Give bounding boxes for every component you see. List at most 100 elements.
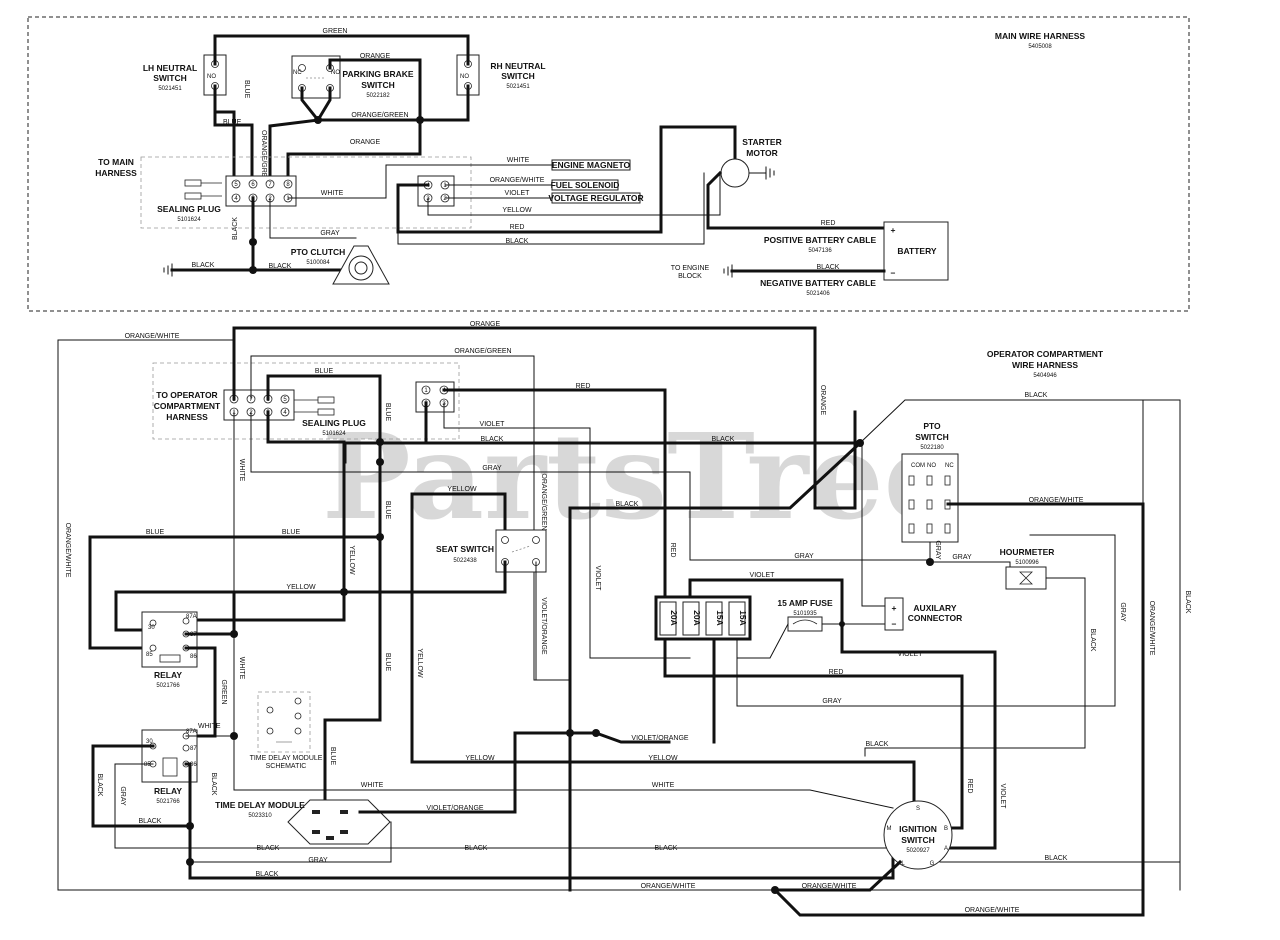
svg-text:GRAY: GRAY (934, 540, 941, 560)
svg-text:86: 86 (190, 654, 197, 660)
fuse-15a-2: 15A (738, 610, 748, 626)
svg-text:GRAY: GRAY (952, 554, 972, 561)
svg-text:BLACK: BLACK (1089, 629, 1096, 652)
main-sealing-plug: SEALING PLUG 5101624 (157, 179, 222, 223)
svg-text:YELLOW: YELLOW (648, 755, 678, 762)
svg-text:S: S (916, 806, 920, 812)
hourmeter: HOURMETER 5100996 (1000, 547, 1054, 590)
rh-neutral-part: 5021451 (506, 84, 530, 90)
pto-switch-part: 5022180 (920, 445, 944, 451)
relay-top-label: RELAY (154, 670, 182, 680)
operator-compartment-harness: OPERATOR COMPARTMENT WIRE HARNESS 540494… (57, 321, 1191, 917)
svg-text:1: 1 (424, 388, 428, 394)
svg-text:VIOLET: VIOLET (594, 566, 601, 592)
svg-text:BLACK: BLACK (232, 217, 239, 240)
ignition-label-2: SWITCH (901, 835, 935, 845)
svg-text:87: 87 (190, 746, 197, 752)
seat-switch-part: 5022438 (453, 558, 477, 564)
relay-bottom-label: RELAY (154, 786, 182, 796)
svg-text:YELLOW: YELLOW (348, 545, 355, 575)
svg-text:ORANGE/WHITE: ORANGE/WHITE (490, 177, 545, 184)
svg-text:GREEN: GREEN (323, 28, 348, 35)
svg-text:ORANGE/WHITE: ORANGE/WHITE (965, 907, 1020, 914)
svg-text:87A: 87A (186, 614, 197, 620)
svg-text:6: 6 (251, 182, 255, 188)
svg-text:1: 1 (286, 196, 290, 202)
svg-text:BLACK: BLACK (616, 501, 639, 508)
svg-text:GRAY: GRAY (320, 230, 340, 237)
svg-text:BLACK: BLACK (465, 845, 488, 852)
time-delay-label: TIME DELAY MODULE (215, 800, 305, 810)
svg-text:5: 5 (234, 182, 238, 188)
svg-text:VIOLET/ORANGE: VIOLET/ORANGE (426, 805, 484, 812)
operator-harness-title-1: OPERATOR COMPARTMENT (987, 349, 1104, 359)
to-operator-1: TO OPERATOR (156, 390, 217, 400)
fuel-solenoid-box (551, 179, 619, 191)
pto-clutch-part: 5100084 (306, 260, 330, 266)
svg-text:A: A (944, 846, 948, 852)
svg-text:1: 1 (443, 183, 447, 189)
fuse-20a-1: 20A (669, 610, 679, 626)
fuse-15a-1: 15A (715, 610, 725, 626)
auxiliary-connector: + − AUXILARY CONNECTOR (884, 597, 962, 631)
svg-text:YELLOW: YELLOW (416, 648, 423, 678)
svg-text:L: L (901, 861, 905, 867)
svg-text:NC: NC (945, 463, 954, 469)
svg-text:NO: NO (460, 74, 469, 80)
svg-text:85: 85 (144, 762, 151, 768)
svg-text:WHITE: WHITE (198, 723, 221, 730)
svg-text:BLUE: BLUE (315, 368, 334, 375)
relay-bottom-part: 5021766 (156, 799, 180, 805)
pto-switch-label-2: SWITCH (915, 432, 949, 442)
svg-text:ORANGE/WHITE: ORANGE/WHITE (1148, 601, 1155, 656)
lh-neutral-label-2: SWITCH (153, 73, 187, 83)
svg-text:ORANGE/WHITE: ORANGE/WHITE (641, 883, 696, 890)
operator-sealing-plug-part: 5101624 (322, 431, 346, 437)
svg-text:ORANGE/WHITE: ORANGE/WHITE (64, 523, 71, 578)
battery: BATTERY + − (883, 221, 949, 281)
engine-magneto-label: ENGINE MAGNETO (552, 160, 631, 170)
svg-text:BLUE: BLUE (146, 529, 165, 536)
lh-neutral-part: 5021451 (158, 86, 182, 92)
svg-text:7: 7 (268, 182, 272, 188)
regulator-connector: 4 1 3 2 (417, 175, 455, 207)
ignition-switch: S B A G L M IGNITION SWITCH 5020927 (883, 800, 953, 870)
svg-text:RED: RED (576, 383, 591, 390)
seat-switch-label: SEAT SWITCH (436, 544, 494, 554)
svg-text:VIOLET: VIOLET (999, 784, 1006, 810)
parking-brake-label-2: SWITCH (361, 80, 395, 90)
time-delay-schematic-1: TIME DELAY MODULE (250, 755, 323, 762)
svg-text:RED: RED (669, 543, 676, 558)
svg-text:5: 5 (283, 397, 287, 403)
svg-text:NC: NC (293, 70, 302, 76)
operator-harness-title-2: WIRE HARNESS (1012, 360, 1078, 370)
svg-text:BLACK: BLACK (866, 741, 889, 748)
main-plug-group (140, 156, 472, 229)
svg-text:BLUE: BLUE (329, 747, 336, 766)
svg-text:VIOLET/ORANGE: VIOLET/ORANGE (540, 597, 547, 655)
svg-text:GRAY: GRAY (119, 786, 126, 806)
svg-text:ORANGE: ORANGE (819, 385, 826, 416)
fuse-block: 20A 20A 15A 15A (654, 595, 752, 641)
svg-text:BLACK: BLACK (481, 436, 504, 443)
svg-text:ORANGE/WHITE: ORANGE/WHITE (125, 333, 180, 340)
svg-text:YELLOW: YELLOW (447, 486, 477, 493)
operator-sealing-plug: SEALING PLUG 5101624 (294, 396, 366, 437)
operator-harness-part: 5404946 (1033, 373, 1057, 379)
svg-text:GREEN: GREEN (220, 680, 227, 705)
svg-text:YELLOW: YELLOW (465, 755, 495, 762)
operator-sealing-plug-label: SEALING PLUG (302, 418, 366, 428)
svg-text:G: G (930, 861, 935, 867)
starter-label-2: MOTOR (746, 148, 777, 158)
svg-text:4: 4 (283, 410, 287, 416)
svg-text:GRAY: GRAY (1119, 602, 1126, 622)
main-sealing-plug-part: 5101624 (177, 217, 201, 223)
to-operator-2: COMPARTMENT (154, 401, 221, 411)
ignition-part: 5020927 (906, 848, 930, 854)
svg-text:NO: NO (207, 74, 216, 80)
svg-text:30: 30 (146, 739, 153, 745)
ignition-label-1: IGNITION (899, 824, 937, 834)
svg-text:NO: NO (331, 70, 340, 76)
rh-neutral-label-2: SWITCH (501, 71, 535, 81)
svg-text:RED: RED (829, 669, 844, 676)
